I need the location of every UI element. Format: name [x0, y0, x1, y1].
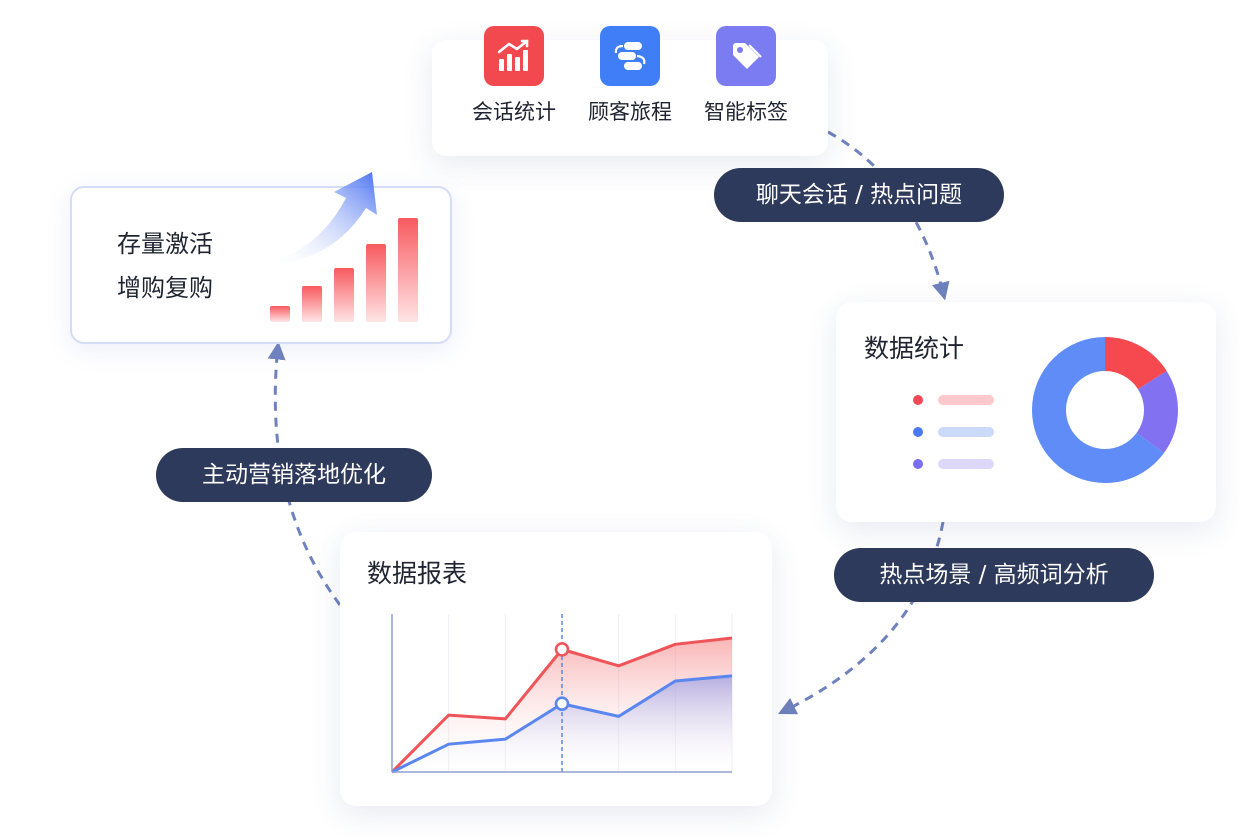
- growth-graphic: [268, 172, 418, 322]
- feature-label: 智能标签: [704, 100, 788, 124]
- growth-bar: [398, 218, 418, 322]
- growth-bar: [366, 244, 386, 322]
- blue-highlight-point: [554, 696, 570, 712]
- report-title: 数据报表: [367, 559, 468, 588]
- donut-segment: [1032, 337, 1178, 483]
- growth-bar: [270, 306, 290, 322]
- stats-card: 数据统计: [836, 302, 1216, 522]
- pill-marketing: 主动营销落地优化: [156, 448, 432, 502]
- stats-legend: [913, 395, 994, 469]
- feature-customer-journey[interactable]: 顾客旅程: [572, 26, 688, 126]
- journey-path-icon: [600, 26, 660, 86]
- donut-chart: [1032, 337, 1178, 483]
- feature-session-stats[interactable]: 会话统计: [456, 26, 572, 126]
- donut-segment: [1032, 337, 1178, 483]
- activation-line-1: 存量激活: [117, 230, 213, 258]
- activation-line-2: 增购复购: [117, 274, 213, 302]
- stats-graphic: [913, 337, 1178, 483]
- feature-label: 会话统计: [472, 100, 556, 124]
- tag-icon: [716, 26, 776, 86]
- report-line-chart: [390, 614, 733, 774]
- legend-bar: [938, 395, 994, 405]
- feature-smart-tags[interactable]: 智能标签: [688, 26, 804, 126]
- stats-title: 数据统计: [864, 334, 965, 363]
- report-card: 数据报表: [340, 532, 772, 806]
- pill-hot-scenes: 热点场景 / 高频词分析: [834, 548, 1154, 602]
- pill-chat-hot-questions: 聊天会话 / 热点问题: [714, 168, 1004, 222]
- bar-chart-trend-icon: [484, 26, 544, 86]
- legend-dot: [913, 427, 923, 437]
- feature-label: 顾客旅程: [588, 100, 672, 124]
- legend-dot: [913, 459, 923, 469]
- legend-bar: [938, 427, 994, 437]
- red-highlight-point: [554, 642, 570, 657]
- legend-bar: [938, 459, 994, 469]
- growth-bar: [334, 268, 354, 322]
- growth-bar: [302, 286, 322, 322]
- activation-card: 存量激活 增购复购: [70, 172, 452, 344]
- growth-arrow-icon: [268, 172, 377, 264]
- legend-dot: [913, 395, 923, 405]
- features-card: 会话统计 顾客旅程 智能标签: [432, 26, 828, 156]
